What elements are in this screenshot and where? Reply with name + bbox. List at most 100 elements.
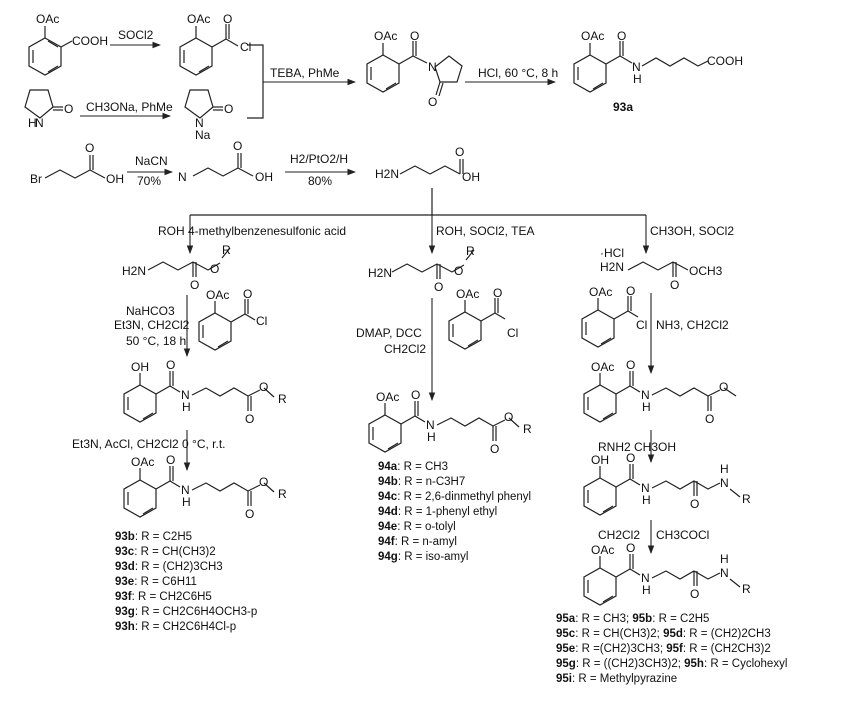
atom-n: N xyxy=(195,116,204,130)
sodium-pyrrolidinone-structure xyxy=(184,89,223,119)
atom-o: O xyxy=(705,412,715,426)
atom-n: N xyxy=(641,388,650,402)
list-item: 93d: R = (CH2)3CH3 xyxy=(115,560,257,575)
atom-o: O xyxy=(504,410,514,424)
atom-h2n: H2N xyxy=(368,266,393,280)
list-item: 95e: R =(CH2)3CH3; 95f: R = (CH2CH3)2 xyxy=(556,642,787,657)
atom-oac: OAc xyxy=(456,287,480,301)
compound-id: 95h xyxy=(684,658,704,670)
compound-id: 94b xyxy=(378,476,398,488)
condition-nh3: NH3, CH2Cl2 xyxy=(656,318,729,332)
compound-id: 95d xyxy=(663,628,683,640)
atom-n: N xyxy=(181,483,190,497)
compound-r-group: : R = n-amyl xyxy=(394,536,457,548)
atom-o: O xyxy=(245,507,255,521)
atom-h: H xyxy=(28,116,37,130)
atom-o: O xyxy=(166,358,176,372)
condition-hcl: HCl, 60 °C, 8 h xyxy=(478,66,559,80)
gaba-structure xyxy=(399,159,464,175)
compound-r-group: : R = CH(CH3)2 xyxy=(134,546,216,558)
atom-r: R xyxy=(466,244,475,258)
acylpyrrolidinone-structure xyxy=(366,41,463,97)
atom-cl: Cl xyxy=(507,326,519,340)
condition-ch2cl2: CH2Cl2 xyxy=(598,528,641,542)
atom-n: N xyxy=(641,481,650,495)
atom-oh: OH xyxy=(106,172,124,186)
atom-r: R xyxy=(523,422,532,436)
atom-o: O xyxy=(85,141,95,155)
compound-id: 95i xyxy=(556,673,572,685)
atom-o: O xyxy=(626,541,636,555)
atom-br: Br xyxy=(30,172,42,186)
list-item: 94c: R = 2,6-dinmethyl phenyl xyxy=(378,490,531,505)
atom-h: H xyxy=(642,493,651,507)
atom-o: O xyxy=(428,95,438,109)
atom-h: H xyxy=(720,552,729,566)
atom-o: O xyxy=(626,451,636,465)
atom-nr: N xyxy=(720,566,729,580)
condition-dmap-solvent: CH2Cl2 xyxy=(384,342,427,356)
compound-r-group: : R = CH2C6H4Cl-p xyxy=(134,621,237,633)
hydroxy-amide-structure xyxy=(583,464,741,516)
compound-r-group: : R = Cyclohexyl xyxy=(703,658,788,670)
atom-o: O xyxy=(210,262,220,276)
atom-o: O xyxy=(64,102,74,116)
condition-temp: 50 °C, 18 h xyxy=(126,334,187,348)
list-item: 93h: R = CH2C6H4Cl-p xyxy=(115,620,257,635)
atom-oh: OH xyxy=(591,453,609,467)
atom-oac: OAc xyxy=(131,455,155,469)
atom-cl: Cl xyxy=(636,318,648,332)
condition-socl2: SOCl2 xyxy=(118,28,154,42)
atom-o: O xyxy=(245,412,255,426)
condition-et3n: Et3N, CH2Cl2 xyxy=(114,318,190,332)
compound-id: 95c xyxy=(556,628,576,640)
bromopropanoic-acid-structure xyxy=(44,155,106,179)
atom-hcl: ·HCl xyxy=(600,246,624,260)
gaba-ester-1-structure xyxy=(147,247,231,277)
compound-r-group: : R = Methylpyrazine xyxy=(572,673,678,685)
atom-r: R xyxy=(742,582,751,596)
methyl-ester-amide-structure xyxy=(583,371,737,423)
compound-r-group: : R = 1-phenyl ethyl xyxy=(397,506,498,518)
atom-o: O xyxy=(243,287,253,301)
atom-ome: OCH3 xyxy=(689,264,723,278)
atom-h: H xyxy=(720,462,729,476)
compound-95-structure xyxy=(583,554,741,606)
condition-acetyl: Et3N, AcCl, CH2Cl2 0 °C, r.t. xyxy=(72,437,226,451)
list-item: 95c: R = CH(CH3)2; 95d: R = (CH2)2CH3 xyxy=(556,627,787,642)
compound-id: 94d xyxy=(378,506,398,518)
atom-o: O xyxy=(617,29,627,43)
atom-cooh: COOH xyxy=(72,34,108,48)
compound-r-group: : R = C2H5 xyxy=(652,613,710,625)
compound-r-group: : R = CH(CH3)2; xyxy=(575,628,664,640)
atom-oac: OAc xyxy=(206,288,230,302)
atom-o: O xyxy=(190,278,200,292)
compound-93a-label: 93a xyxy=(613,100,634,114)
atom-oh: OH xyxy=(131,360,149,374)
atom-h: H xyxy=(642,583,651,597)
atom-o: O xyxy=(223,12,233,26)
compound-id: 93e xyxy=(115,576,135,588)
atom-h: H xyxy=(642,400,651,414)
list-item: 94b: R = n-C3H7 xyxy=(378,475,531,490)
condition-nahco3: NaHCO3 xyxy=(126,304,175,318)
compound-r-group: : R = o-tolyl xyxy=(397,521,456,533)
atom-oac: OAc xyxy=(376,390,400,404)
atom-oac: OAc xyxy=(591,543,615,557)
atom-n: N xyxy=(428,60,437,74)
compound-id: 93b xyxy=(115,531,135,543)
atom-o: O xyxy=(259,380,269,394)
list-item: 93b: R = C2H5 xyxy=(115,530,257,545)
atom-h: H xyxy=(427,430,436,444)
hydroxy-ester-structure xyxy=(123,371,275,423)
atom-r: R xyxy=(278,487,287,501)
atom-r: R xyxy=(222,243,231,257)
acid-chloride-right-structure xyxy=(581,296,639,348)
atom-o: O xyxy=(670,278,680,292)
atom-o: O xyxy=(626,358,636,372)
pyrrolidinone-structure xyxy=(24,89,63,119)
atom-nr: N xyxy=(720,476,729,490)
atom-oh: OH xyxy=(462,170,480,184)
compound-r-group: : R = C2H5 xyxy=(134,531,193,543)
